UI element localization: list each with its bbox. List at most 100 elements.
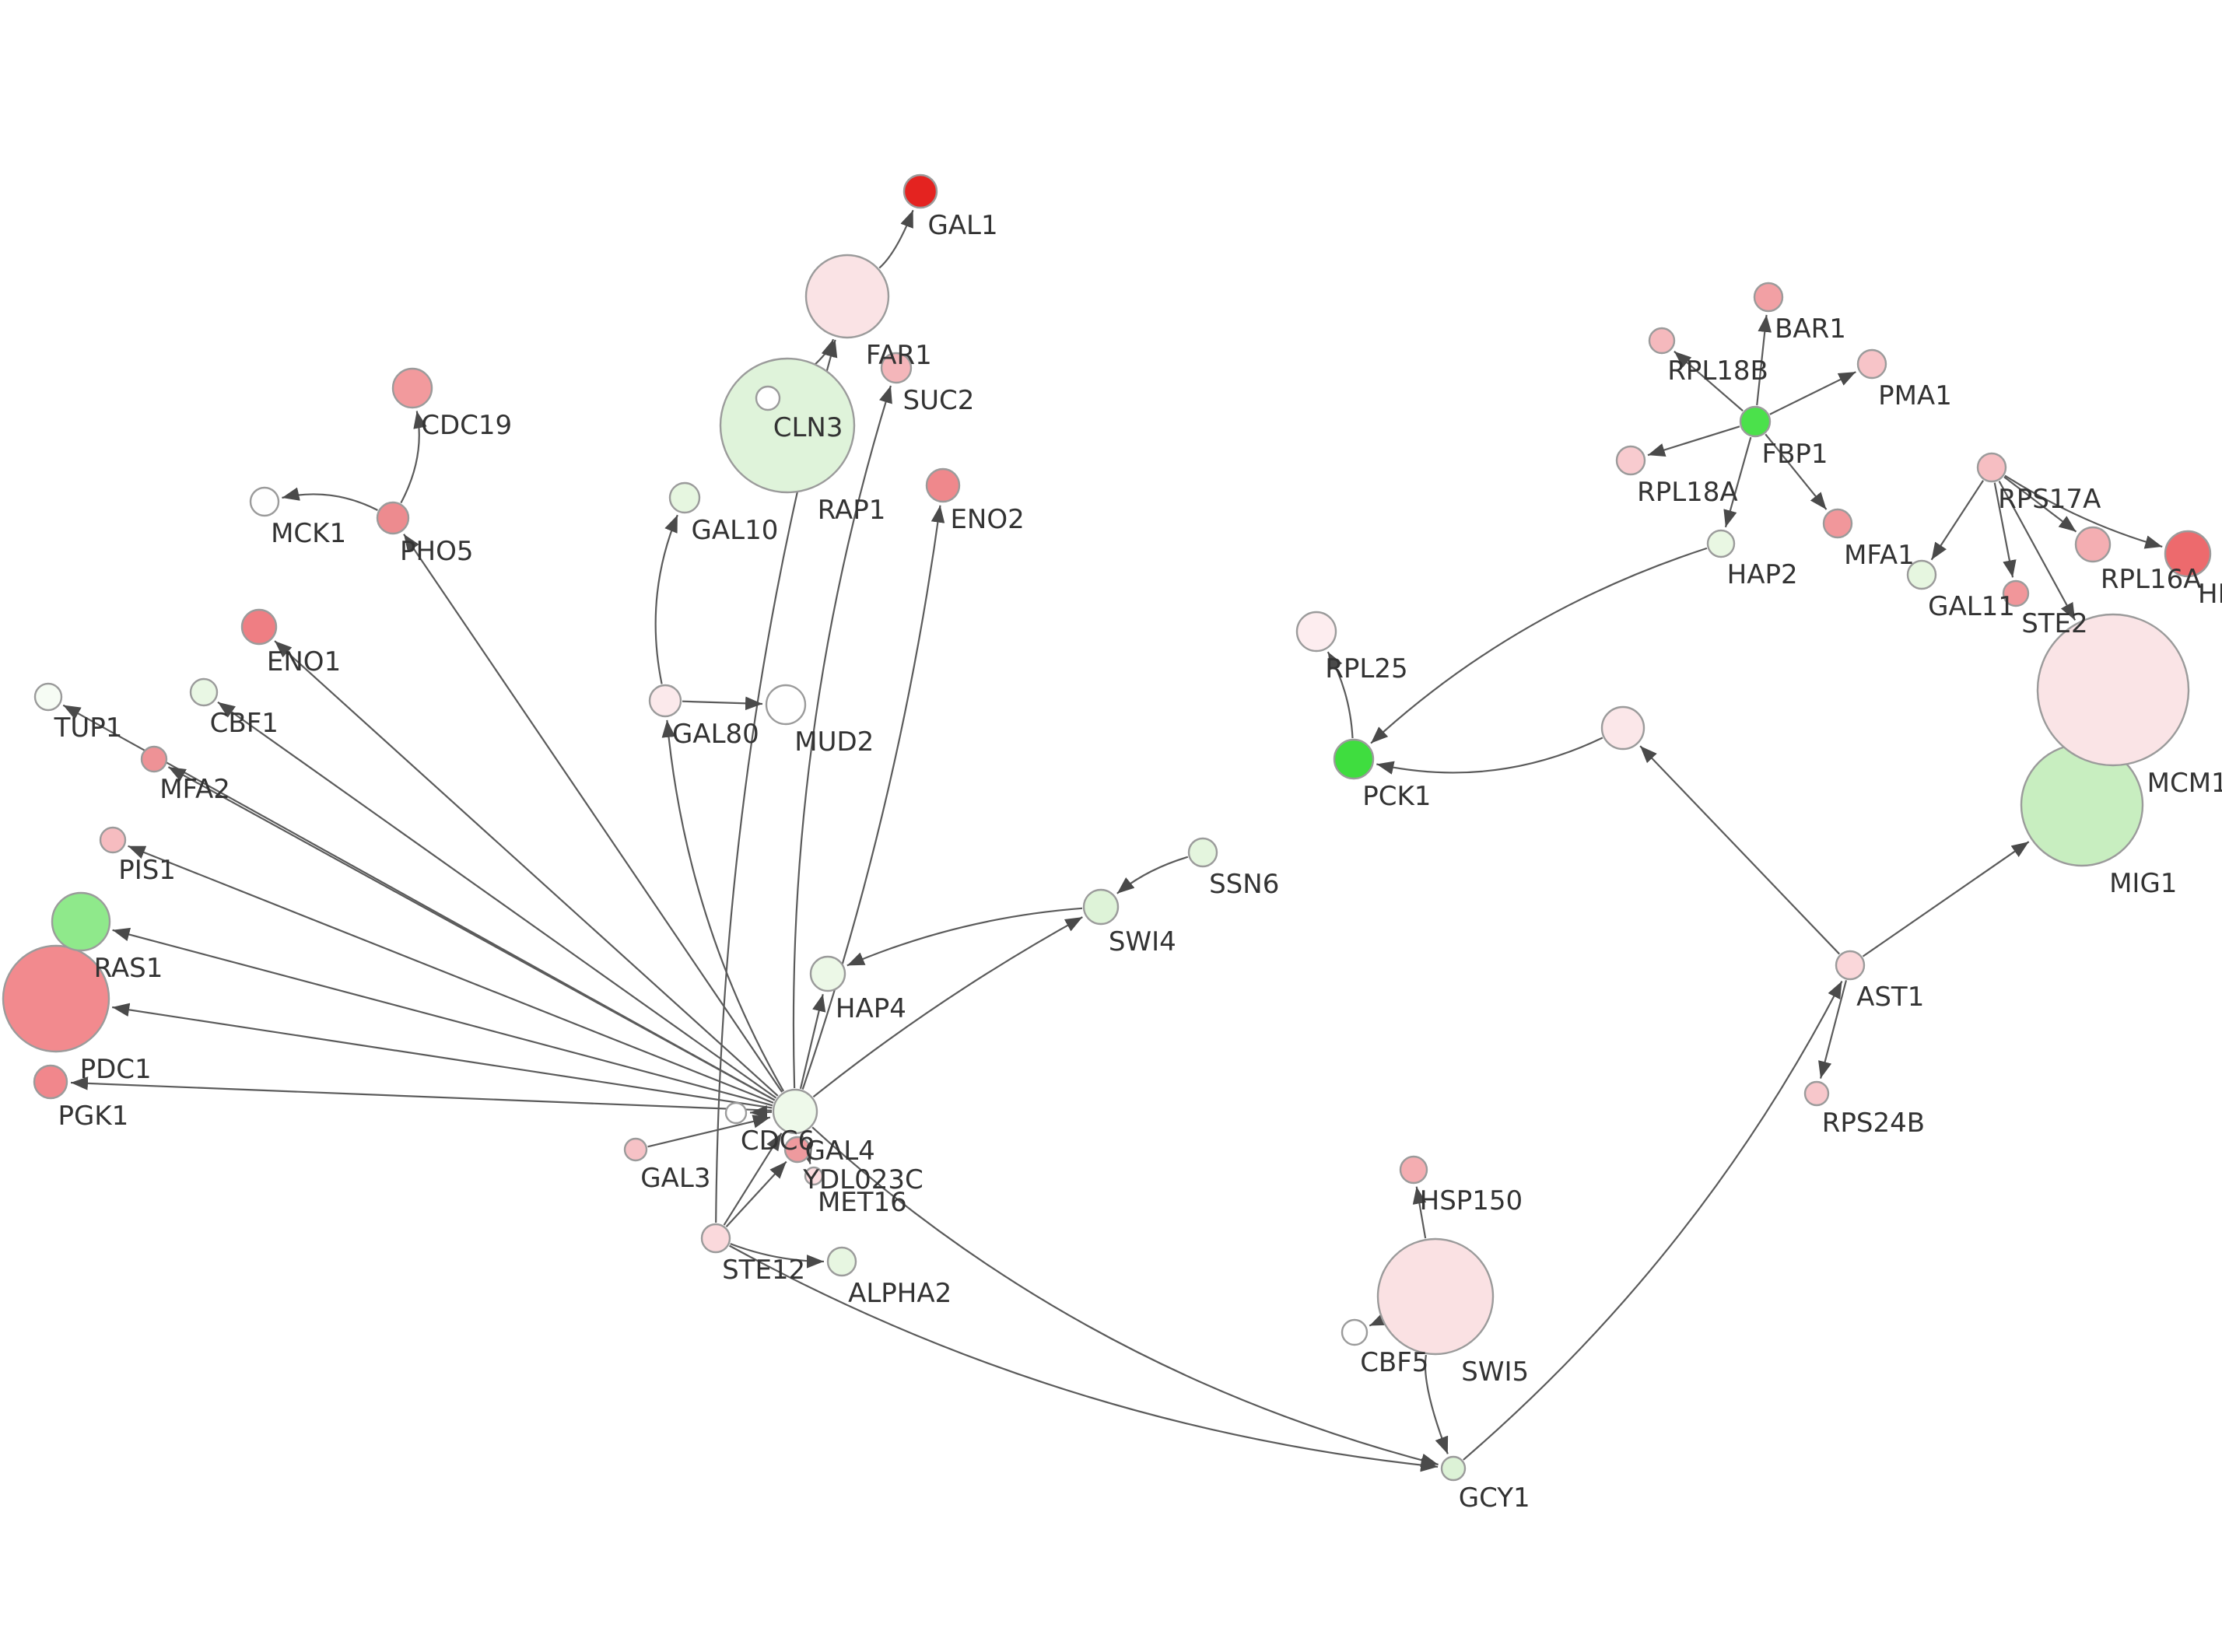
node-pis1[interactable] — [99, 826, 127, 854]
node-gal3[interactable] — [623, 1137, 648, 1162]
node-fbp1[interactable] — [1739, 405, 1772, 438]
edge-ste12-ydl023c[interactable] — [725, 1160, 787, 1228]
node-gcy1[interactable] — [1440, 1455, 1467, 1482]
edge-pho5-cdc19[interactable] — [400, 411, 427, 504]
edge-swi4-hap4[interactable] — [846, 907, 1083, 967]
edge-fbp1-rpl18a[interactable] — [1647, 425, 1740, 457]
edge-hap2-pck1[interactable] — [1370, 547, 1708, 744]
node-mfa1[interactable] — [1822, 508, 1853, 539]
edge-pho5-mck1[interactable] — [282, 487, 378, 511]
node-rps17a[interactable] — [1976, 452, 2007, 483]
edge-ste12-gcy1[interactable] — [729, 1244, 1439, 1472]
node-met16[interactable] — [804, 1166, 824, 1186]
edge-rps17a-mcm1[interactable] — [1998, 481, 2077, 621]
node-far1[interactable] — [804, 254, 890, 339]
edge-gal4-ras1[interactable] — [112, 927, 773, 1107]
edge-gal4-gal80[interactable] — [661, 719, 785, 1092]
node-cdc6[interactable] — [724, 1101, 748, 1125]
node-mck1[interactable] — [249, 486, 280, 517]
edge-swi5-gcy1[interactable] — [1424, 1354, 1449, 1454]
node-unnamed[interactable] — [1600, 705, 1645, 751]
node-suc2[interactable] — [880, 352, 913, 384]
node-cln3[interactable] — [755, 385, 781, 411]
edge-ste12-alpha2[interactable] — [730, 1243, 825, 1269]
node-ssn6[interactable] — [1187, 837, 1218, 868]
edge-gal4-pgk1[interactable] — [70, 1076, 773, 1111]
node-pdc1[interactable] — [2, 944, 110, 1053]
node-eno1[interactable] — [240, 608, 278, 646]
node-alpha2[interactable] — [826, 1246, 857, 1277]
node-swi5[interactable] — [1376, 1237, 1495, 1356]
node-rpl25[interactable] — [1295, 611, 1337, 653]
node-mcm1[interactable] — [2036, 613, 2190, 767]
node-ydl023c[interactable] — [783, 1136, 811, 1164]
edge-gal4-suc2[interactable] — [792, 385, 892, 1089]
edge-pck1-rpl25[interactable] — [1327, 651, 1354, 739]
node-swi4[interactable] — [1082, 888, 1120, 926]
node-pck1[interactable] — [1333, 738, 1375, 780]
node-rap1[interactable] — [719, 357, 856, 494]
node-mfa2[interactable] — [140, 745, 168, 773]
edge-fbp1-pma1[interactable] — [1769, 371, 1856, 415]
edge-gal3-gal4[interactable] — [647, 1115, 771, 1148]
edge-ste12-gal4[interactable] — [723, 1132, 783, 1226]
edge-rps17a-gal11[interactable] — [1930, 480, 1984, 561]
edge-fbp1-hap2[interactable] — [1723, 436, 1752, 528]
edge-rps17a-his4[interactable] — [2004, 474, 2163, 549]
edge-rps17a-rpl16a[interactable] — [2003, 476, 2077, 533]
node-hap4[interactable] — [809, 955, 846, 992]
edge-gal4-pdc1[interactable] — [111, 1003, 773, 1109]
node-his4[interactable] — [2164, 530, 2212, 578]
edge-gal4-pis1[interactable] — [128, 845, 774, 1104]
edge-gal80-gal10[interactable] — [654, 514, 678, 684]
edge-gal4-gcy1[interactable] — [811, 1126, 1439, 1468]
node-ste12[interactable] — [700, 1223, 731, 1254]
node-rps24b[interactable] — [1803, 1080, 1830, 1107]
edge-gal4-swi4[interactable] — [812, 916, 1083, 1098]
node-gal11[interactable] — [1906, 559, 1937, 590]
node-cbf5[interactable] — [1341, 1318, 1369, 1346]
edge-gal4-pho5[interactable] — [403, 534, 783, 1093]
node-mud2[interactable] — [765, 684, 807, 726]
edge-gal4-cdc6[interactable] — [749, 1105, 773, 1119]
node-pho5[interactable] — [376, 501, 410, 535]
edge-unnamed-pck1[interactable] — [1376, 737, 1603, 775]
node-hap2[interactable] — [1706, 529, 1736, 558]
edge-ssn6-swi4[interactable] — [1116, 856, 1189, 894]
edge-far1-gal1[interactable] — [878, 209, 914, 269]
edge-ast1-mig1[interactable] — [1862, 841, 2030, 957]
node-cdc19[interactable] — [391, 367, 433, 409]
edge-gal4-cbf1[interactable] — [217, 701, 777, 1099]
node-pgk1[interactable] — [33, 1064, 68, 1100]
node-rpl16a[interactable] — [2074, 526, 2112, 563]
node-tup1[interactable] — [33, 682, 63, 712]
edge-gcy1-ast1[interactable] — [1463, 980, 1843, 1461]
edge-fbp1-mfa1[interactable] — [1765, 433, 1828, 510]
node-cbf1[interactable] — [189, 677, 219, 707]
edge-gal4-mfa2[interactable] — [167, 766, 776, 1101]
node-gal1[interactable] — [902, 173, 938, 209]
node-gal4[interactable] — [772, 1088, 818, 1135]
node-ste2[interactable] — [2002, 579, 2030, 607]
node-eno2[interactable] — [925, 467, 961, 503]
edge-swi5-hsp150[interactable] — [1412, 1186, 1427, 1239]
node-ast1[interactable] — [1835, 950, 1866, 981]
node-rpl18a[interactable] — [1615, 445, 1646, 476]
edge-ast1-rps24b[interactable] — [1818, 980, 1848, 1079]
edge-rps17a-ste2[interactable] — [1993, 482, 2017, 578]
node-bar1[interactable] — [1753, 282, 1784, 313]
edge-gal4-hap4[interactable] — [799, 994, 826, 1090]
edge-ast1-unnamed[interactable] — [1639, 745, 1840, 955]
node-hsp150[interactable] — [1399, 1155, 1428, 1185]
node-rpl18b[interactable] — [1648, 327, 1676, 355]
edge-gal80-mud2[interactable] — [682, 696, 763, 711]
node-gal10[interactable] — [668, 481, 701, 514]
edge-gal4-eno1[interactable] — [274, 640, 779, 1097]
edge-fbp1-rpl18b[interactable] — [1674, 350, 1744, 412]
edge-gal4-eno2[interactable] — [801, 505, 945, 1090]
node-ras1[interactable] — [51, 891, 111, 952]
edge-fbp1-bar1[interactable] — [1756, 314, 1772, 406]
node-gal80[interactable] — [648, 684, 682, 718]
